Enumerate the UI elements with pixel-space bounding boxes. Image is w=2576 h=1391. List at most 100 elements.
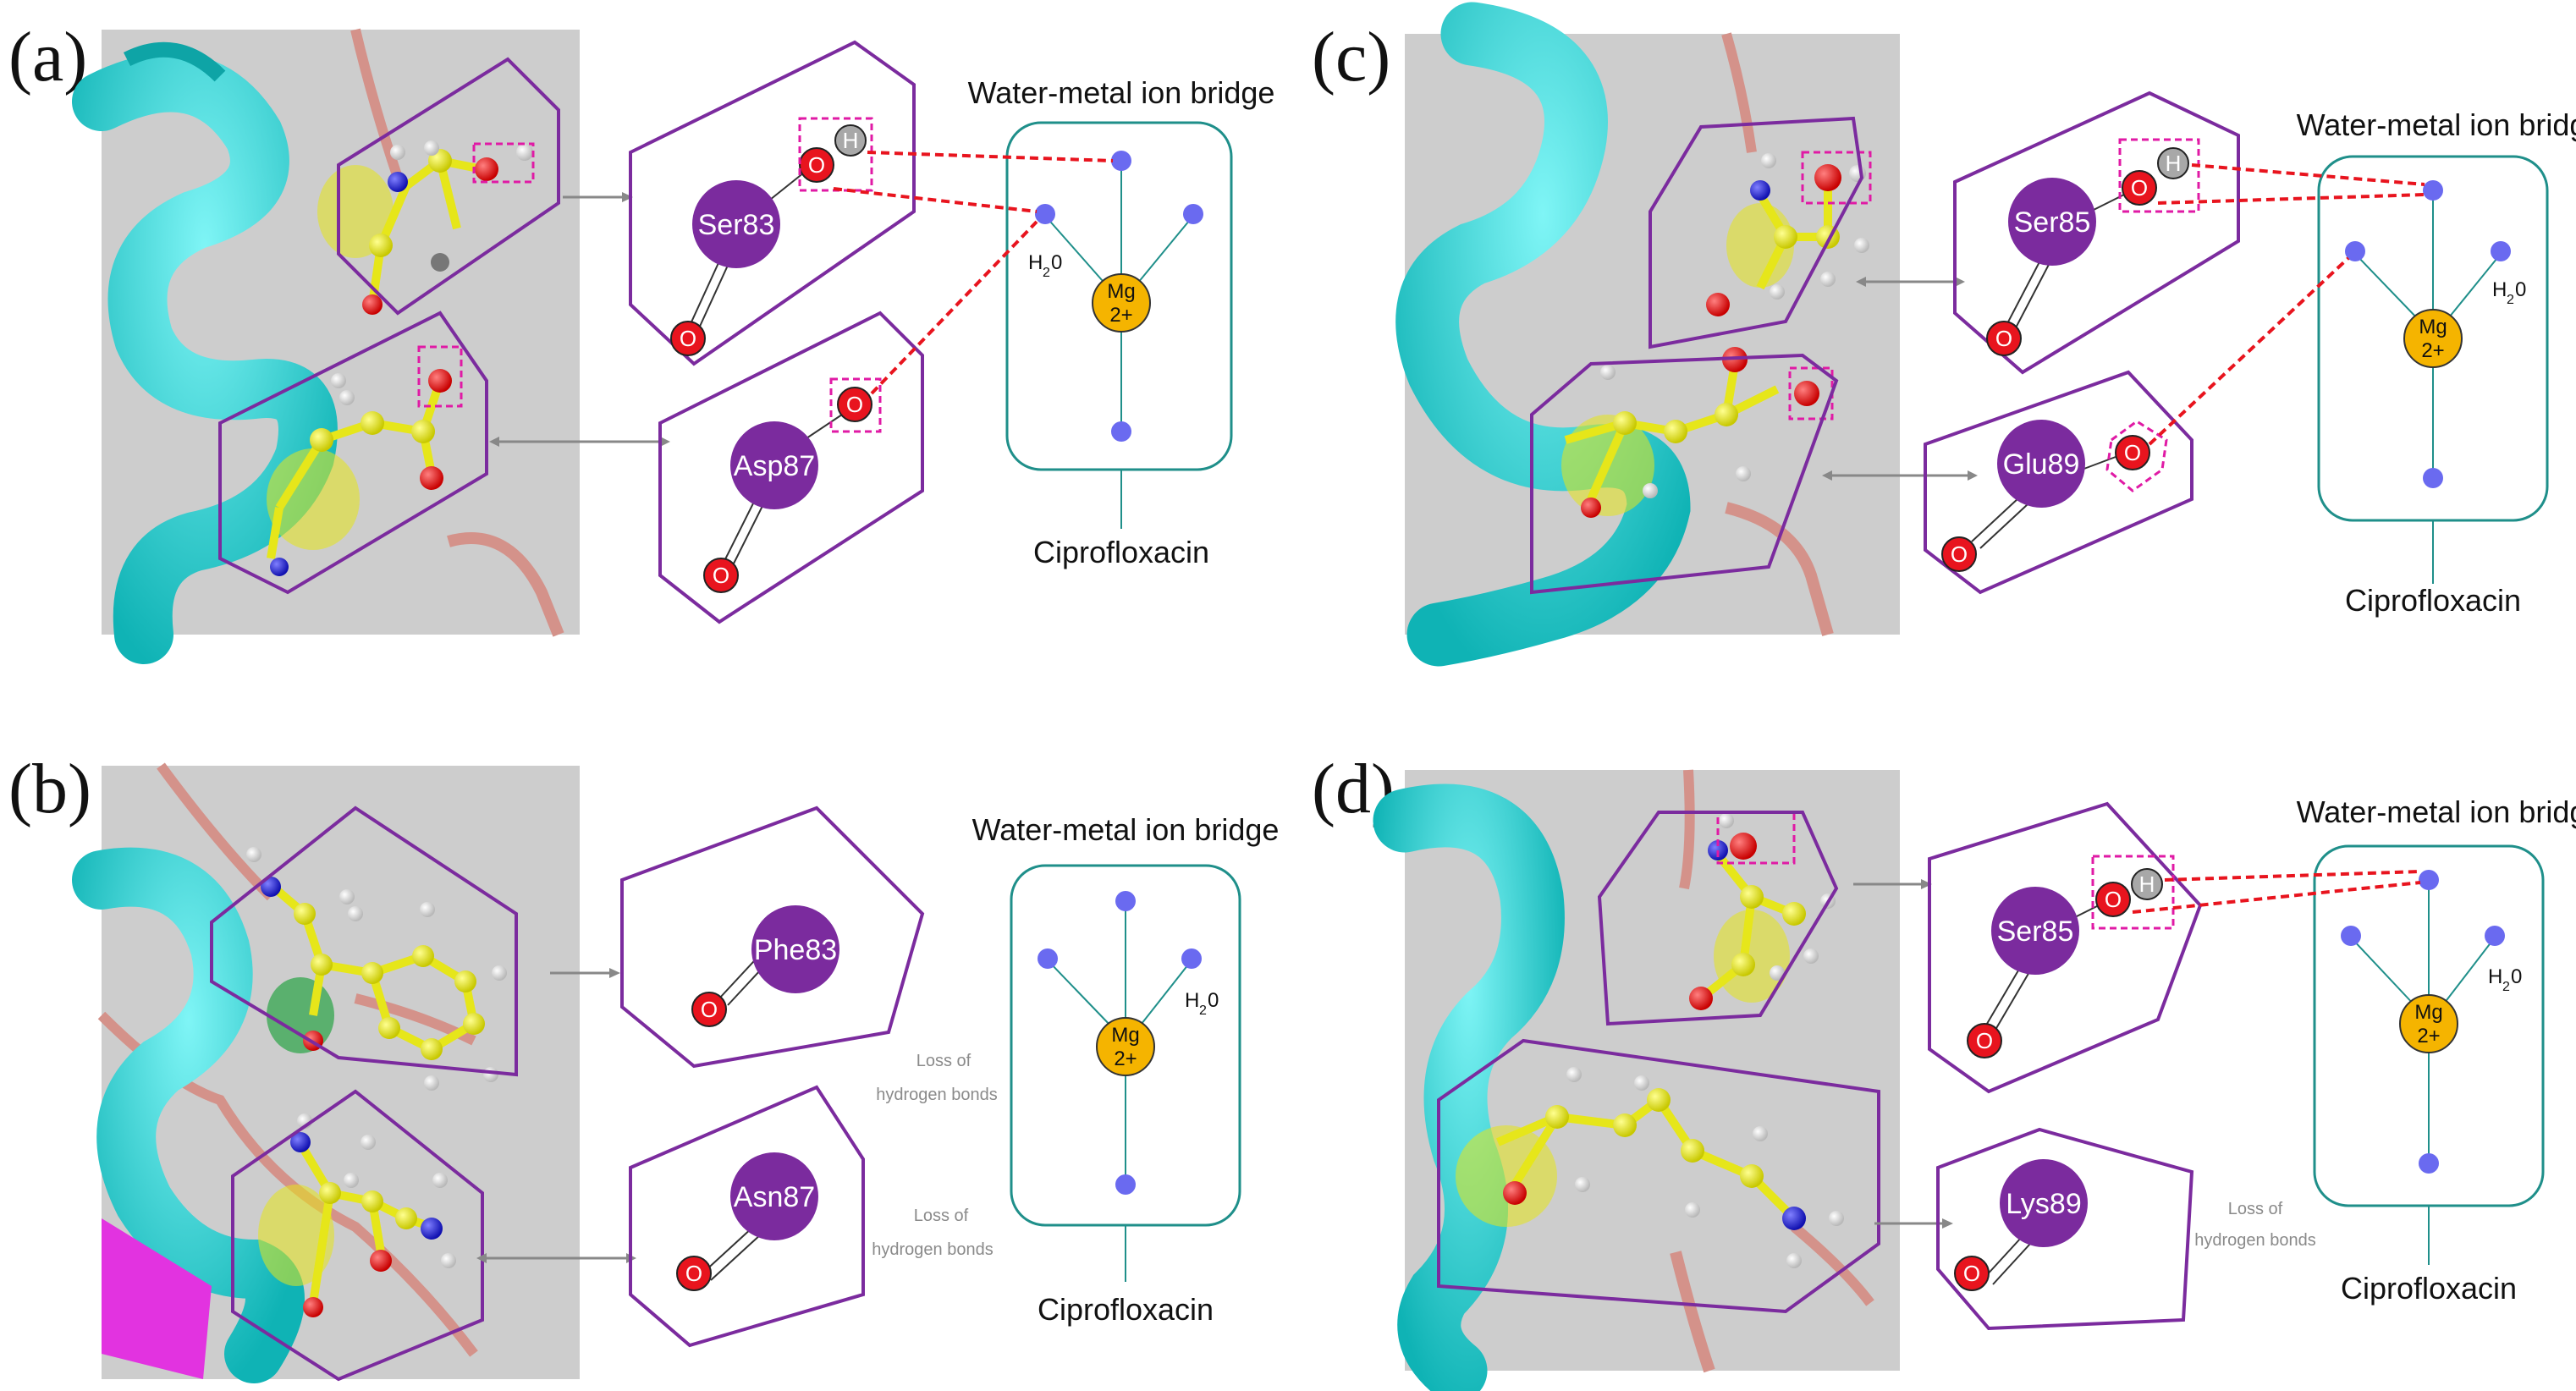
- water-node: [1181, 948, 1202, 969]
- residue-circle: [2000, 1159, 2088, 1247]
- water-node: [1035, 204, 1055, 224]
- svg-text:2: 2: [2502, 980, 2510, 994]
- drug-label: Ciprofloxacin: [1033, 535, 1209, 569]
- mg-ion: [2399, 994, 2458, 1053]
- mg-label: Mg: [1107, 280, 1135, 303]
- mg-charge: 2+: [1109, 304, 1132, 327]
- residue-box-ser: Ser85 O O H: [1953, 91, 2240, 375]
- mg-ion: [1096, 1017, 1155, 1076]
- water-metal-bridge: Water-metal ion bridge Mg 2+ H 2 0 Cipro…: [968, 75, 1275, 569]
- oxygen-label: O: [1963, 1261, 1980, 1286]
- mg-label: Mg: [2414, 1001, 2442, 1024]
- residue-box-ser: Ser85 O O H: [1928, 801, 2203, 1094]
- water-label: H 2 0: [2492, 278, 2526, 307]
- oxygen-label: O: [808, 152, 825, 178]
- bridge-title: Water-metal ion bridge: [972, 812, 1280, 847]
- residue-circle: [692, 180, 780, 268]
- oxygen-label: O: [685, 1261, 702, 1286]
- mg-ion: [1092, 273, 1151, 333]
- oxygen-label: O: [680, 326, 696, 351]
- drug-label: Ciprofloxacin: [2345, 583, 2521, 618]
- water-node: [1038, 948, 1058, 969]
- residue-circle: [730, 1152, 818, 1240]
- residue-box-lys: Lys89 O: [1936, 1127, 2194, 1331]
- svg-text:H: H: [2492, 278, 2507, 301]
- residue-label: Asn87: [734, 1181, 815, 1213]
- residue-box-asp: Asp87 O O: [658, 311, 924, 624]
- water-node: [2419, 870, 2439, 890]
- water-label: H 2 0: [1185, 989, 1219, 1018]
- residue-label: Lys89: [2006, 1188, 2081, 1220]
- residue-label: Ser85: [1997, 915, 2074, 948]
- water-label: H 2 0: [2488, 965, 2522, 994]
- hydrogen-bond: [833, 151, 1114, 395]
- loss-note-2: Loss of hydrogen bonds: [872, 1207, 993, 1259]
- svg-text:Loss of: Loss of: [2228, 1200, 2283, 1218]
- structure-image-c: [1395, 2, 1900, 667]
- residue-label: Ser85: [2014, 206, 2091, 239]
- bridge-title: Water-metal ion bridge: [2297, 107, 2576, 142]
- svg-text:Loss of: Loss of: [916, 1052, 972, 1070]
- residue-label: Asp87: [734, 450, 815, 482]
- svg-text:H: H: [1185, 989, 1199, 1012]
- panel-b: (b): [8, 750, 1280, 1383]
- svg-text:0: 0: [2511, 965, 2522, 988]
- water-node: [1115, 891, 1136, 911]
- drug-label: Ciprofloxacin: [1038, 1292, 1214, 1327]
- svg-text:2: 2: [1199, 1003, 1207, 1018]
- residue-label: Ser83: [698, 209, 775, 241]
- svg-text:H: H: [2488, 965, 2502, 988]
- water-label: H 2 0: [1028, 251, 1062, 280]
- residue-circle: [1997, 420, 2085, 508]
- hydrogen-label: H: [843, 128, 859, 153]
- mg-ion: [2403, 309, 2463, 368]
- structure-image-d: [1373, 769, 1900, 1391]
- svg-text:0: 0: [1051, 251, 1062, 274]
- panel-label: (c): [1312, 18, 1390, 96]
- residue-box-phe: Phe83 O: [620, 805, 925, 1069]
- svg-text:2: 2: [2507, 293, 2514, 307]
- mg-label: Mg: [1111, 1024, 1139, 1047]
- panel-label: (a): [8, 18, 87, 96]
- svg-text:hydrogen bonds: hydrogen bonds: [872, 1240, 993, 1259]
- oxygen-label: O: [1976, 1028, 1993, 1053]
- water-node: [2341, 926, 2361, 946]
- residue-circle: [751, 905, 839, 993]
- oxygen-label: O: [2131, 175, 2148, 201]
- water-node: [2423, 180, 2443, 201]
- oxygen-label: O: [846, 392, 863, 417]
- structure-image-a: [72, 28, 580, 664]
- svg-text:0: 0: [1208, 989, 1219, 1012]
- hydrogen-bond: [2132, 870, 2421, 914]
- mg-charge: 2+: [1114, 1047, 1137, 1070]
- svg-text:hydrogen bonds: hydrogen bonds: [2194, 1231, 2315, 1250]
- panel-c: (c): [1312, 2, 2576, 667]
- residue-circle: [1991, 887, 2079, 975]
- bridge-title: Water-metal ion bridge: [968, 75, 1275, 110]
- drug-label: Ciprofloxacin: [2341, 1271, 2517, 1306]
- mg-charge: 2+: [2417, 1025, 2440, 1047]
- residue-circle: [730, 421, 818, 509]
- oxygen-label: O: [2124, 440, 2141, 465]
- panel-a: (a): [8, 18, 1275, 664]
- loss-note: Loss of hydrogen bonds: [2194, 1200, 2315, 1250]
- svg-text:hydrogen bonds: hydrogen bonds: [876, 1086, 997, 1104]
- oxygen-label: O: [1951, 542, 1968, 567]
- water-node: [1111, 151, 1131, 171]
- oxygen-label: O: [701, 997, 718, 1022]
- residue-box-glu: Glu89 O O: [1924, 370, 2193, 595]
- residue-circle: [2008, 178, 2096, 266]
- svg-text:H: H: [1028, 251, 1043, 274]
- panel-d: (d): [1312, 750, 2576, 1391]
- hydrogen-label: H: [2139, 871, 2155, 897]
- residue-box-asn: Asn87 O: [629, 1085, 865, 1348]
- residue-label: Phe83: [754, 934, 837, 966]
- oxygen-label: O: [2105, 887, 2122, 912]
- oxygen-label: O: [713, 563, 729, 588]
- water-node: [2485, 926, 2505, 946]
- water-metal-bridge: Water-metal ion bridge Mg 2+ H 2 0 Cipro…: [972, 812, 1280, 1327]
- oxygen-label: O: [1995, 326, 2012, 351]
- water-node: [2419, 1153, 2439, 1174]
- water-node: [1183, 204, 1203, 224]
